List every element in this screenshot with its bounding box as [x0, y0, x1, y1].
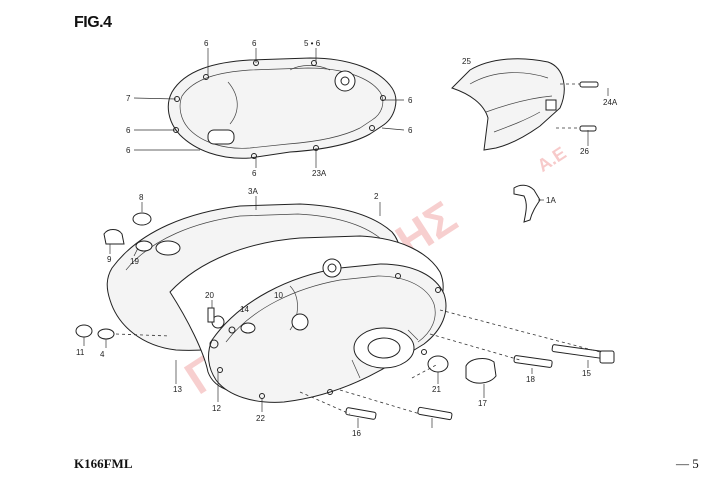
- callout-5-6: 5 • 6: [304, 39, 321, 48]
- leader-lines: [83, 48, 609, 428]
- callout-21: 17: [478, 399, 487, 408]
- callout-2: 8: [139, 193, 144, 202]
- crankcase-cover-assembly: [75, 203, 615, 421]
- callout-18: 15: [582, 369, 591, 378]
- callout-7: 7: [126, 94, 131, 103]
- callout-6: 6: [252, 169, 257, 178]
- callout-11: 4: [100, 350, 105, 359]
- callout-6: 6: [126, 126, 131, 135]
- callout-3a: 2: [374, 192, 379, 201]
- callout-13: 12: [212, 404, 221, 413]
- callout-19: 20: [205, 291, 214, 300]
- callout-8: 9: [107, 255, 112, 264]
- callout-1a: 3A: [248, 187, 258, 196]
- callout-6: 23A: [312, 169, 327, 178]
- callout-6: 6: [408, 96, 413, 105]
- callout-6: 6: [126, 146, 131, 155]
- model-code: K166FML: [74, 456, 133, 471]
- callout-9: 19: [130, 257, 139, 266]
- callout-6: 6: [252, 39, 257, 48]
- upper-clutch-cover: [167, 57, 397, 159]
- callout-23a: 25: [462, 57, 471, 66]
- callout-10: 11: [76, 348, 85, 357]
- watermark-suffix: Α.Ε: [534, 143, 570, 176]
- callout-22: 21: [432, 385, 441, 394]
- callout-6: 6: [408, 126, 413, 135]
- sprocket-cover: [451, 58, 599, 223]
- figure-label: FIG.4: [74, 14, 112, 31]
- callout-20: 14: [240, 305, 249, 314]
- callout-15: 16: [352, 429, 361, 438]
- callout-6: 6: [204, 39, 209, 48]
- callout-12: 22: [256, 414, 265, 423]
- callout-25: 24A: [603, 98, 618, 107]
- page-number: 5: [676, 456, 699, 472]
- callout-14: 10: [274, 291, 283, 300]
- callout-17: 18: [526, 375, 535, 384]
- callout-4: 13: [173, 385, 182, 394]
- callout-24a: 26: [580, 147, 589, 156]
- callout-26: 1A: [546, 196, 556, 205]
- callout-labels: 6 6 5 • 6 7 6 6 6 6 6 23A 25 24A 26 1A 3…: [76, 39, 618, 438]
